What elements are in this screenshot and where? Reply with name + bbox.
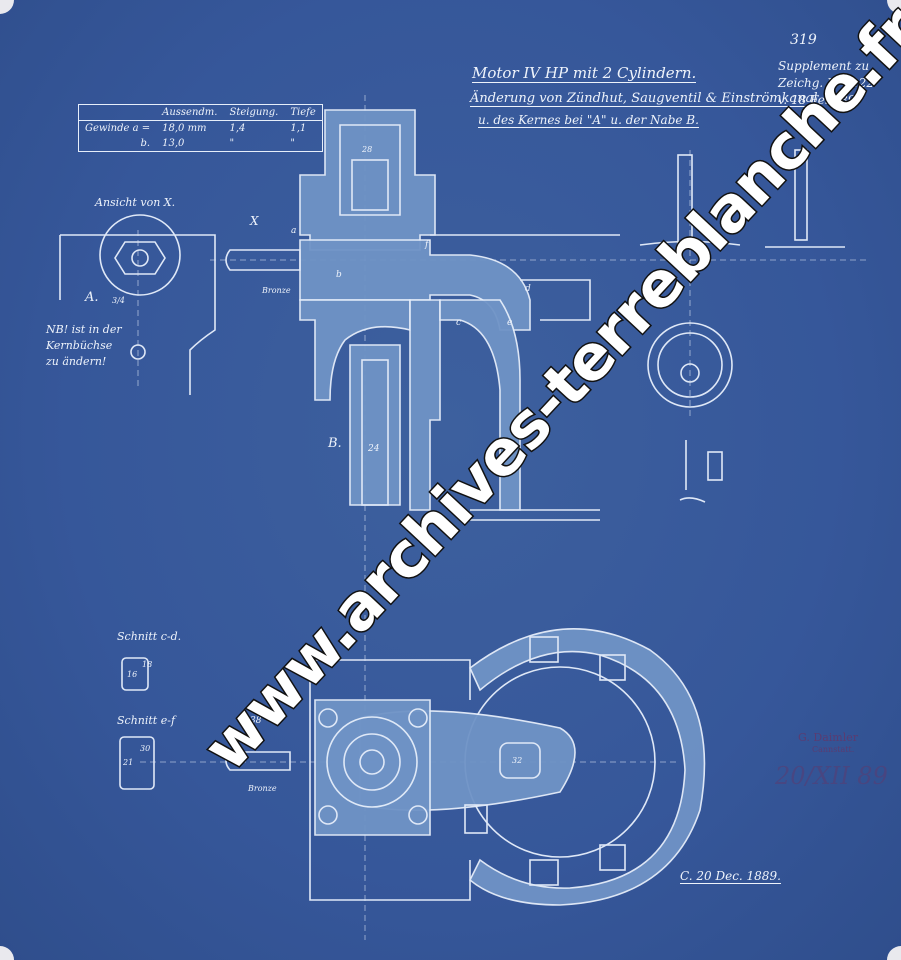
table-cell: 13,0 <box>162 138 185 149</box>
part-label-d: d <box>525 284 531 294</box>
detail-parts <box>639 149 845 503</box>
dimension: 30 <box>140 744 151 753</box>
table-header: Tiefe <box>284 104 323 121</box>
part-label-c: c <box>456 318 462 328</box>
section-cd-label: Schnitt c-d. <box>117 630 182 643</box>
table-cell: Gewinde a = <box>85 123 151 134</box>
thread-table: Aussendm. Steigung. Tiefe Gewinde a = 18… <box>78 104 323 152</box>
point-a-label: A. <box>85 290 99 305</box>
dimension: 21 <box>123 758 134 767</box>
supplement-note: Supplement zu Zeichg. N°. 122 v. 18 Feb.… <box>778 58 874 109</box>
title-line-2: Änderung von Zündhut, Saugventil & Einst… <box>470 91 818 107</box>
bronze-label: Bronze <box>248 784 277 793</box>
part-label-f: f <box>425 240 429 250</box>
x-marker: X <box>250 214 259 228</box>
handwritten-date: 20/XII 89 <box>775 762 888 790</box>
note-line: NB! ist in der <box>46 323 122 336</box>
table-cell: 1,1 <box>290 123 307 134</box>
table-row: Gewinde a = 18,0 mm 1,4 1,1 <box>79 121 323 137</box>
supplement-line: Zeichg. N°. 122 <box>778 76 875 90</box>
b-label: B. <box>328 436 342 451</box>
section-ef-shape <box>119 736 155 790</box>
table-header: Steigung. <box>223 104 285 121</box>
drawing-date: C. 20 Dec. 1889. <box>680 869 781 884</box>
corner-tab <box>887 946 901 960</box>
table-cell: 18,0 mm <box>162 123 207 134</box>
table-row: b. 13,0 " " <box>79 136 323 152</box>
view-x-drawing <box>59 214 216 395</box>
dimension: 38 <box>250 716 262 726</box>
view-x-label: Ansicht von X. <box>95 196 176 209</box>
dimension: 3/4 <box>112 296 125 305</box>
section-ef-label: Schnitt e-f <box>117 714 176 727</box>
part-label-b: b <box>336 270 342 280</box>
note-line: zu ändern! <box>46 355 107 368</box>
table-cell: " <box>290 138 295 149</box>
supplement-line: v. 18 Feb. 89. <box>778 93 860 107</box>
kernbuechse-note: NB! ist in der Kernbüchse zu ändern! <box>46 322 122 370</box>
table-cell: 1,4 <box>229 123 246 134</box>
cylinder-head-section <box>225 109 620 521</box>
title-line-1: Motor IV HP mit 2 Cylindern. <box>472 64 697 83</box>
stamp-name: G. Daimler <box>798 731 859 744</box>
table-cell: b. <box>140 138 151 149</box>
table-header: Aussendm. <box>156 104 224 121</box>
table-cell: " <box>229 138 235 149</box>
plan-view-drawing <box>225 628 706 906</box>
section-cd-shape <box>121 657 149 691</box>
table-header <box>78 104 157 121</box>
part-label-a: a <box>291 226 297 236</box>
dimension: 18 <box>142 660 153 669</box>
note-line: Kernbüchse <box>46 339 113 352</box>
supplement-line: Supplement zu <box>778 59 870 73</box>
table-header-row: Aussendm. Steigung. Tiefe <box>78 104 323 121</box>
part-label-e: e <box>507 318 513 328</box>
dimension: 24 <box>368 444 380 454</box>
dimension: 32 <box>512 756 523 765</box>
bronze-label: Bronze <box>262 286 291 295</box>
stamp-place: Cannstatt. <box>812 745 855 754</box>
dimension: 28 <box>362 145 373 154</box>
dimension: 16 <box>127 670 138 679</box>
title-line-3: u. des Kernes bei "A" u. der Nabe B. <box>478 113 699 128</box>
sheet-number: 319 <box>790 32 817 48</box>
